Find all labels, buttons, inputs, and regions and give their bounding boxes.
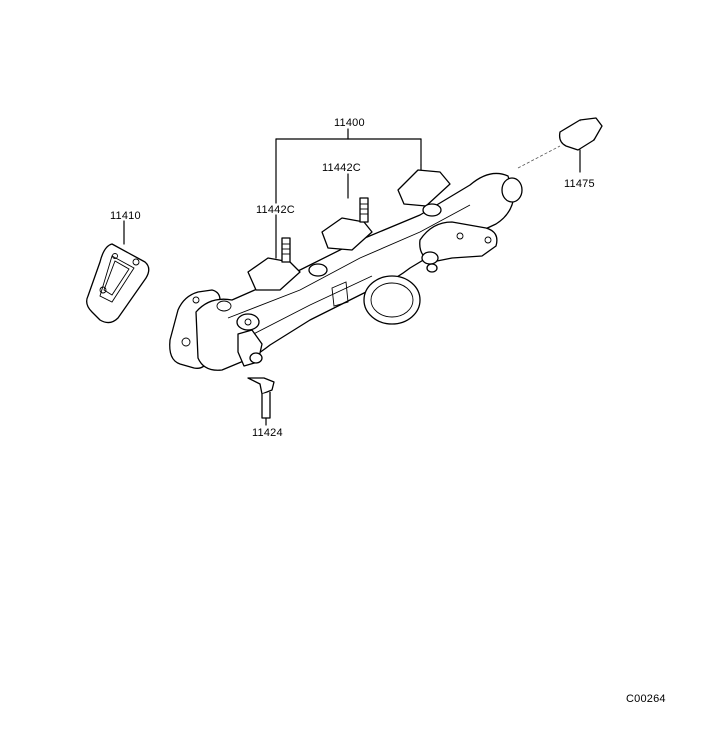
bolt-11424 <box>247 377 275 426</box>
label-11400: 11400 <box>334 117 365 129</box>
plug-11475 <box>517 117 603 173</box>
figure-code: C00264 <box>626 693 666 705</box>
gasket-11410 <box>86 220 150 324</box>
exhaust-manifold <box>169 169 523 371</box>
label-11442c-right: 11442C <box>322 162 361 174</box>
label-11475: 11475 <box>564 178 595 190</box>
label-11410: 11410 <box>110 210 141 222</box>
label-11424: 11424 <box>252 427 283 439</box>
stud-left <box>281 237 291 263</box>
label-11442c-left: 11442C <box>256 204 295 216</box>
stud-right <box>359 197 369 223</box>
